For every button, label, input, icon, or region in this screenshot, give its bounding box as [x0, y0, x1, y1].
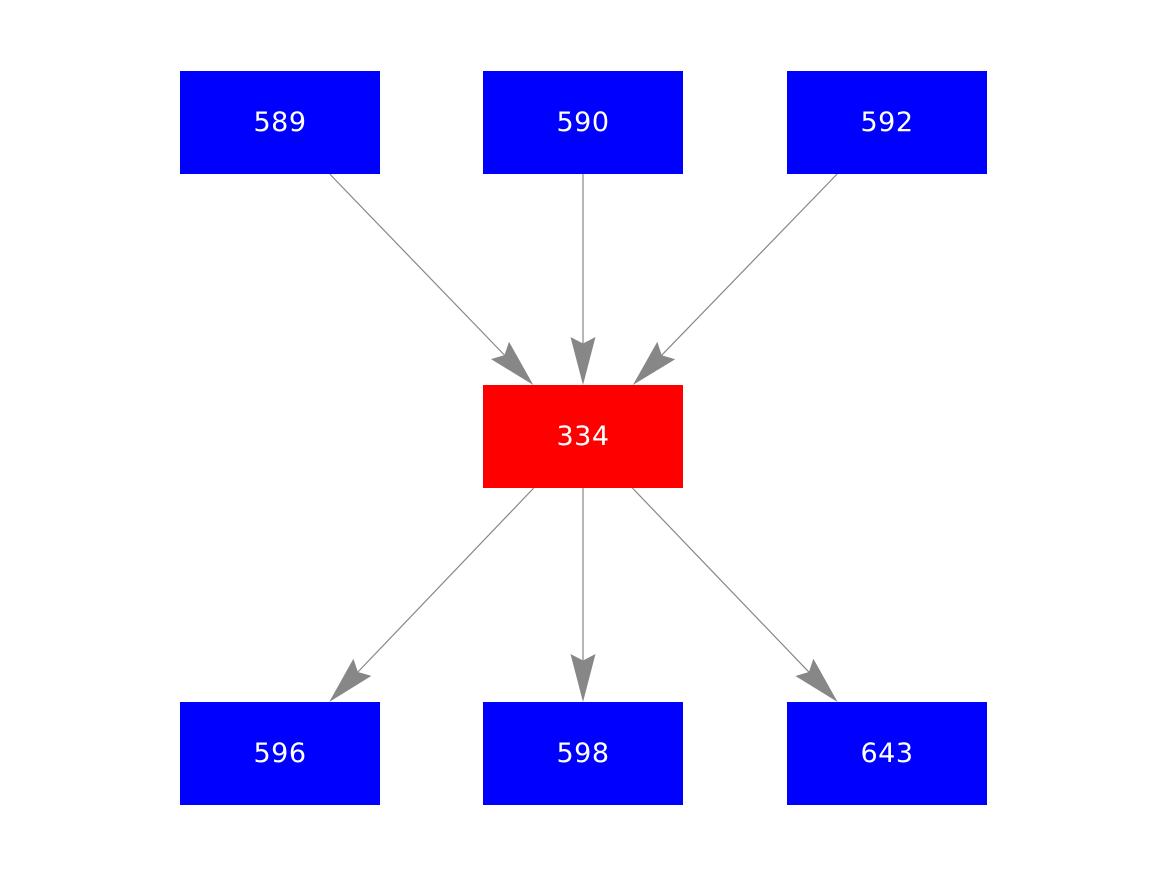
node-598: 598 — [483, 702, 683, 805]
node-589: 589 — [180, 71, 380, 174]
node-596: 596 — [180, 702, 380, 805]
node-589-label: 589 — [253, 107, 307, 138]
node-590-label: 590 — [556, 107, 610, 138]
node-592: 592 — [787, 71, 987, 174]
node-643: 643 — [787, 702, 987, 805]
node-598-label: 598 — [556, 738, 610, 769]
node-596-label: 596 — [253, 738, 307, 769]
node-643-label: 643 — [860, 738, 914, 769]
node-592-label: 592 — [860, 107, 914, 138]
node-334-central: 334 — [483, 385, 683, 488]
node-590: 590 — [483, 71, 683, 174]
node-334-label: 334 — [556, 421, 610, 452]
